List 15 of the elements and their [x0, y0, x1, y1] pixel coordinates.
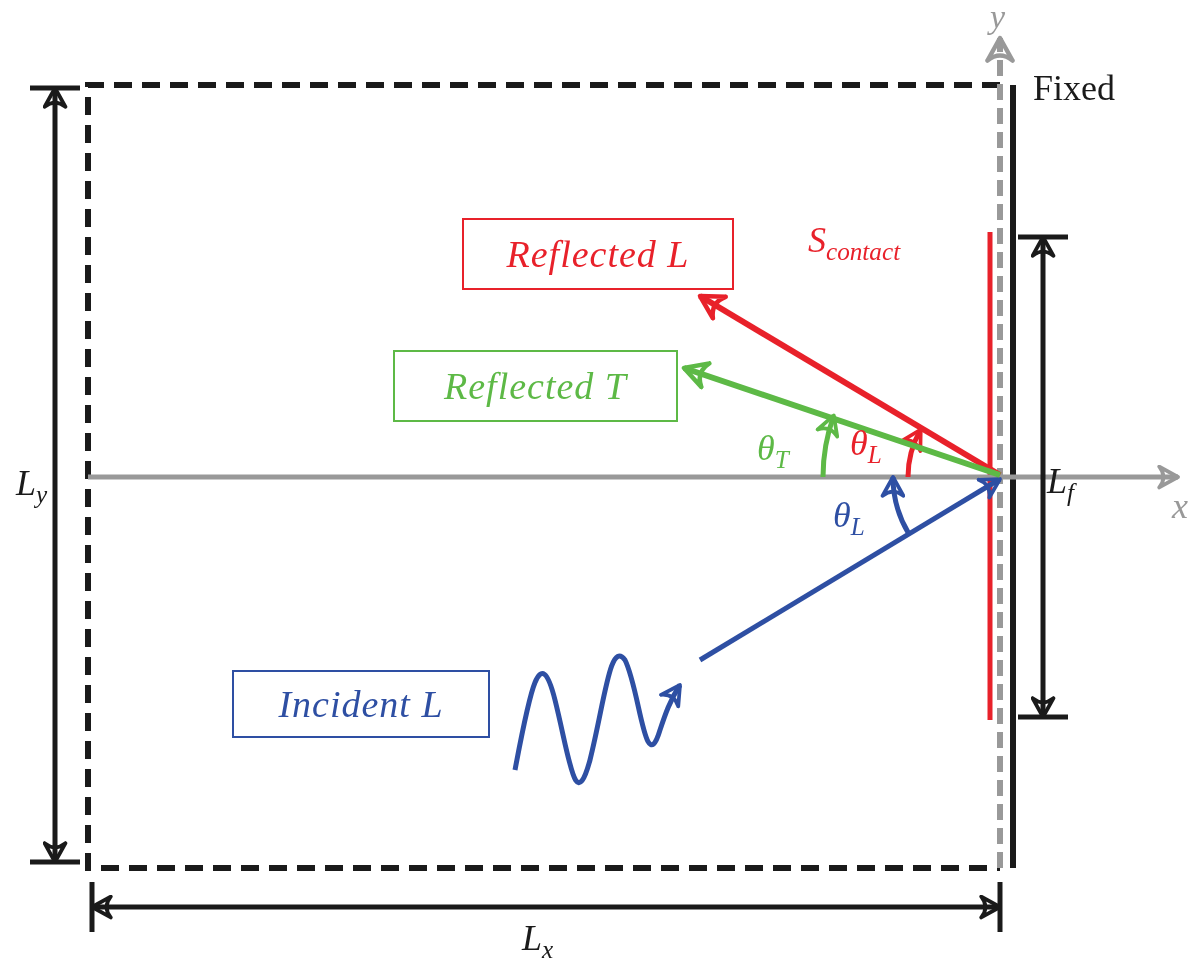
box-label: Reflected T: [444, 364, 627, 408]
dimension-label: L$_{y}$: [16, 465, 48, 507]
axis-label: x: [1172, 488, 1188, 524]
boundary-label: Fixed: [1033, 70, 1115, 106]
angle-label: θ$_{T}$: [757, 430, 789, 472]
contact-label: S$_{contact}$: [808, 222, 901, 264]
label-box: [462, 218, 734, 290]
label-box: [393, 350, 678, 422]
dimension-label: L$_{f}$: [1047, 463, 1075, 505]
angle-label: θ$_{L}$: [850, 425, 882, 467]
box-label: Reflected L: [506, 232, 690, 276]
angle-label: θ$_{L}$: [833, 497, 865, 539]
label-box: [232, 670, 490, 738]
box-label: Incident L: [278, 682, 444, 726]
dimension-label: L$_{x}$: [522, 920, 554, 961]
